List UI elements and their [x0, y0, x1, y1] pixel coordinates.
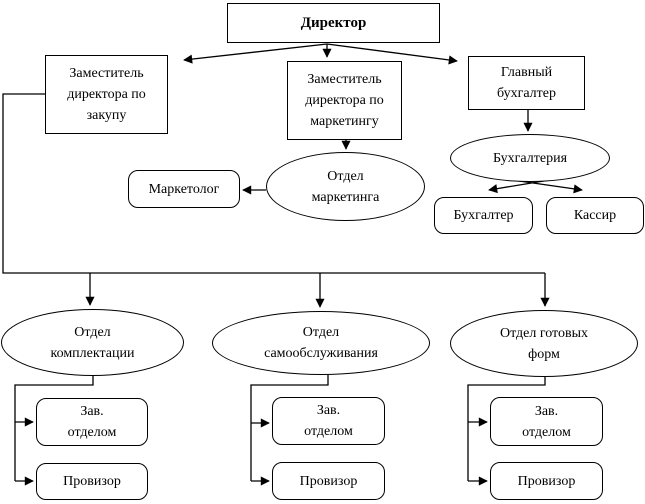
- node-chief-accountant: Главный бухгалтер: [468, 56, 585, 110]
- node-accounting: Бухгалтерия: [450, 134, 610, 182]
- node-dept-ready-forms: Отдел готовых форм: [450, 310, 638, 377]
- node-ready-forms-department-head: Зав. отделом: [490, 397, 603, 446]
- node-dept-self-service: Отдел самообслуживания: [212, 311, 430, 375]
- node-marketer: Маркетолог: [128, 170, 240, 208]
- node-accountant: Бухгалтер: [434, 197, 533, 234]
- edge-director-chief-accountant: [326, 43, 458, 65]
- node-cashier: Кассир: [546, 197, 644, 234]
- edge-self-service-spine: [250, 375, 329, 481]
- node-dept-picking: Отдел комплектации: [1, 309, 184, 376]
- node-picking-department-head: Зав. отделом: [36, 398, 148, 446]
- node-marketing-dept: Отдел маркетинга: [266, 152, 425, 221]
- edge-procurement-trunk: [2, 93, 545, 274]
- node-self-service-pharmacist: Провизор: [272, 462, 385, 500]
- node-self-service-department-head: Зав. отделом: [272, 397, 385, 445]
- edge-picking-spine: [14, 376, 94, 481]
- node-director: Директор: [227, 3, 440, 43]
- edge-director-deputy-procurement: [183, 43, 328, 64]
- node-ready-forms-pharmacist: Провизор: [490, 462, 603, 500]
- node-picking-pharmacist: Провизор: [36, 463, 148, 500]
- edge-ready-forms-spine: [467, 377, 546, 481]
- node-deputy-procurement: Заместитель директора по закупу: [45, 55, 168, 134]
- node-deputy-marketing: Заместитель директора по маркетингу: [287, 61, 402, 140]
